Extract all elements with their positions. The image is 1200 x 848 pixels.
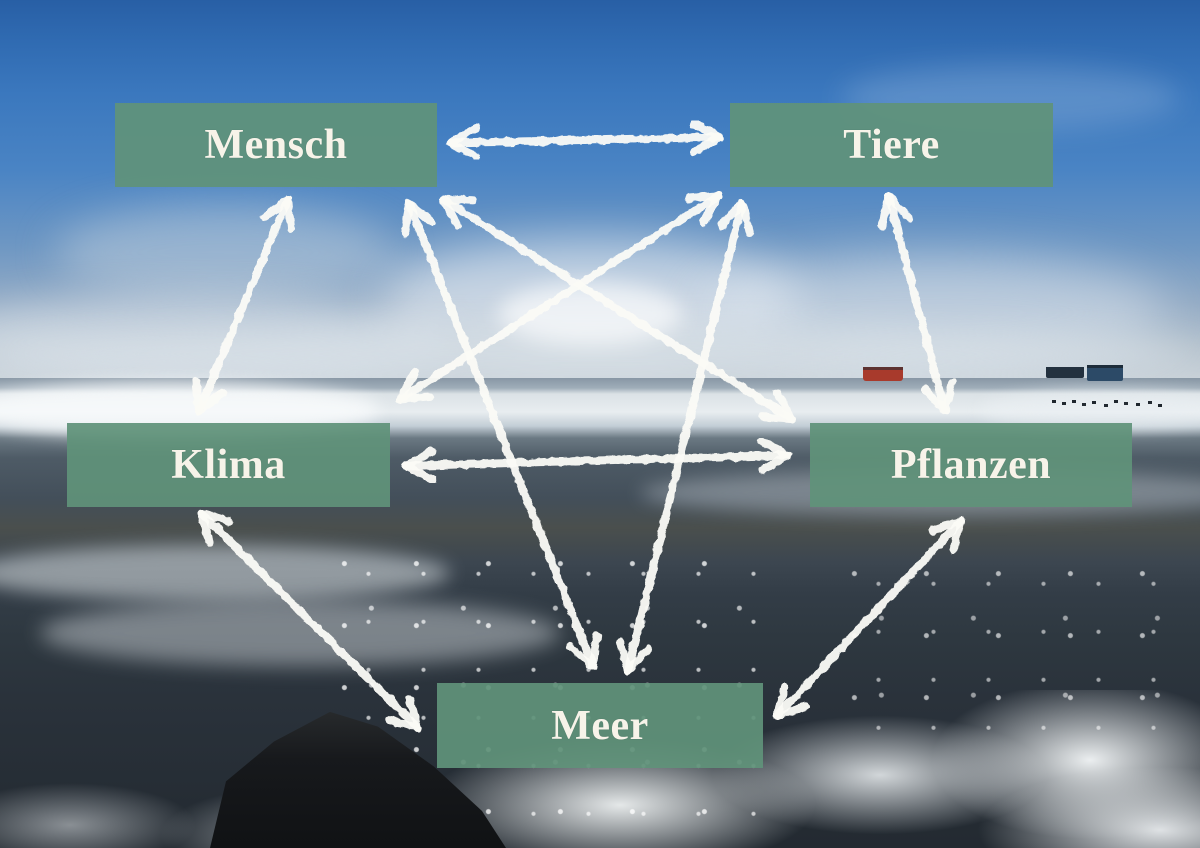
arrow-mensch-meer [401,199,601,670]
cloud [55,205,395,300]
node-label-klima: Klima [171,442,286,488]
node-meer: Meer [437,683,763,768]
node-label-mensch: Mensch [204,122,348,168]
node-pflanzen: Pflanzen [810,423,1132,507]
ship-dark [1046,367,1084,378]
ship-dark [1087,365,1123,381]
arrow-pflanzen-meer [773,517,965,720]
node-mensch: Mensch [115,103,437,187]
arrow-tiere-meer [616,199,754,675]
arrow-klima-pflanzen [402,437,792,484]
node-label-pflanzen: Pflanzen [890,442,1052,488]
ship-red [863,367,903,381]
node-label-tiere: Tiere [843,122,940,168]
arrow-klima-meer [197,509,422,732]
node-klima: Klima [67,423,390,507]
arrow-mensch-tiere [446,119,724,161]
node-tiere: Tiere [730,103,1053,187]
arrow-tiere-pflanzen [877,193,957,415]
birds [1052,400,1056,403]
arrow-mensch-pflanzen [439,195,796,423]
arrow-tiere-klima [396,192,722,403]
node-label-meer: Meer [551,702,649,749]
arrow-mensch-klima [191,195,296,415]
